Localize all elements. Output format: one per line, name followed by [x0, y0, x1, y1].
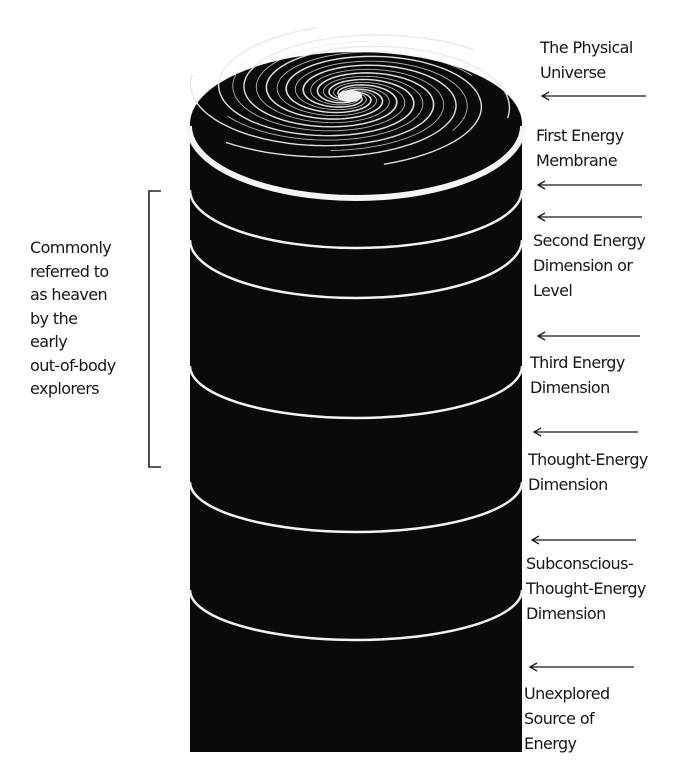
label-first-energy-membrane: First Energy Membrane: [536, 126, 624, 170]
arrow-2: [536, 180, 642, 190]
arrows: [528, 91, 646, 672]
membrane-rim: [186, 125, 526, 201]
ring-line: [188, 589, 524, 642]
arrow-3: [536, 212, 642, 222]
spiral-arm: [285, 55, 483, 165]
cylinder-top: [190, 52, 522, 196]
label-physical-universe: The Physical Universe: [540, 38, 633, 82]
label-unexplored-source-of-energy: Unexplored Source of Energy: [524, 684, 610, 753]
label-subconscious-thought-energy-dimension: Subconscious- Thought-Energy Dimension: [526, 554, 646, 623]
galaxy-spiral: [189, 27, 511, 165]
ring-line: [188, 365, 524, 420]
label-second-energy-dimension: Second Energy Dimension or Level: [533, 231, 646, 300]
label-thought-energy-dimension: Thought-Energy Dimension: [528, 450, 648, 494]
spiral-arm: [265, 45, 511, 120]
ring-line: [188, 189, 524, 250]
arrow-5: [532, 427, 638, 437]
arrow-7: [528, 662, 634, 672]
arrow-4: [536, 331, 640, 341]
spiral-arm: [225, 64, 457, 158]
ring-line: [188, 481, 524, 534]
galaxy-core: [338, 90, 362, 102]
cylinder-body: [190, 124, 522, 752]
spiral-arm: [217, 27, 415, 137]
label-third-energy-dimension: Third Energy Dimension: [530, 353, 625, 397]
ring-line: [188, 239, 524, 300]
label-heaven-bracket: Commonly referred to as heaven by the ea…: [30, 238, 116, 398]
arrow-6: [530, 535, 636, 545]
arrow-1: [540, 91, 646, 101]
heaven-bracket: [148, 190, 161, 468]
spiral-arm: [243, 34, 475, 128]
